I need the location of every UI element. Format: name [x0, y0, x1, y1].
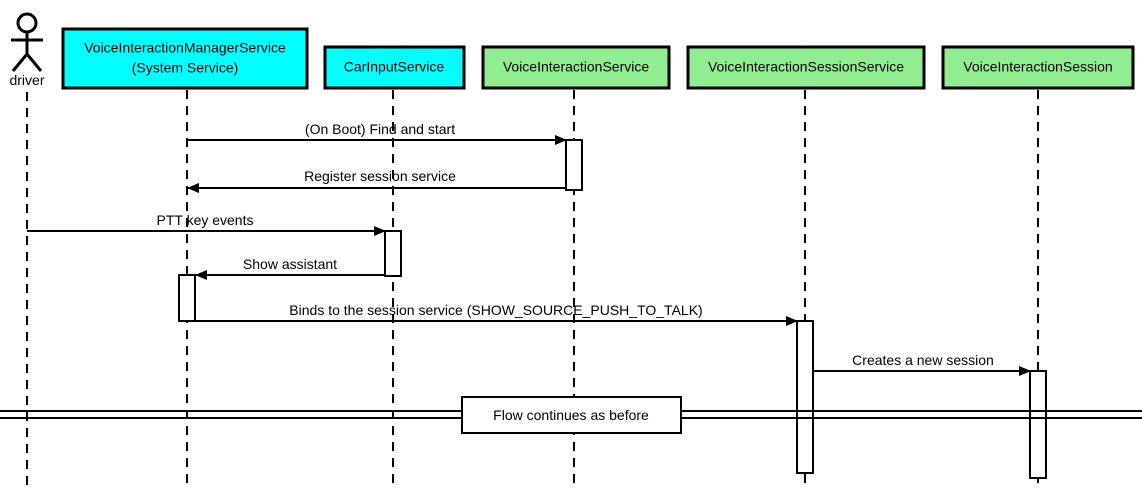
- participant-carinput-box[interactable]: [323, 45, 466, 90]
- message-creates-a-new-session-label: Creates a new session: [852, 352, 994, 368]
- participant-visession[interactable]: VoiceInteractionSession: [941, 45, 1135, 90]
- participant-visession-service-label: VoiceInteractionSessionService: [708, 59, 904, 75]
- divider-flow-continues: Flow continues as before: [0, 396, 1142, 434]
- actor-right-leg-icon: [25, 53, 43, 72]
- activation-carinput: [384, 230, 402, 277]
- actor-driver: driver: [9, 12, 45, 88]
- participant-vis[interactable]: VoiceInteractionService: [481, 45, 671, 90]
- message-ptt-key-events[interactable]: PTT key events: [27, 212, 386, 236]
- message-ptt-key-events-label: PTT key events: [156, 212, 253, 228]
- participant-vims-label-line1: VoiceInteractionManagerService: [84, 40, 286, 56]
- participant-visession-label: VoiceInteractionSession: [963, 59, 1112, 75]
- participant-visession-service[interactable]: VoiceInteractionSessionService: [686, 45, 926, 90]
- message-show-assistant[interactable]: Show assistant: [195, 256, 385, 280]
- participant-carinput[interactable]: CarInputService: [323, 45, 466, 90]
- message-on-boot-find-and-start-label: (On Boot) Find and start: [305, 121, 455, 137]
- activation-vims: [178, 274, 196, 322]
- message-show-assistant-label: Show assistant: [243, 256, 337, 272]
- actor-head-icon: [16, 12, 38, 34]
- participant-vims-box[interactable]: [61, 27, 309, 90]
- participant-vims-label-line2: (System Service): [132, 60, 239, 76]
- divider-label: Flow continues as before: [493, 407, 649, 423]
- message-on-boot-find-and-start[interactable]: (On Boot) Find and start: [187, 121, 567, 145]
- participant-visession-box[interactable]: [941, 45, 1135, 90]
- actor-label: driver: [9, 72, 44, 88]
- message-binds-to-session-service-label: Binds to the session service (SHOW_SOURC…: [289, 302, 702, 318]
- activation-visession-service: [796, 320, 814, 474]
- activation-visession: [1029, 370, 1047, 479]
- activation-bars: [178, 139, 1047, 479]
- actor-left-leg-icon: [11, 53, 29, 72]
- participant-vis-label: VoiceInteractionService: [503, 59, 650, 75]
- message-binds-to-session-service[interactable]: Binds to the session service (SHOW_SOURC…: [195, 302, 798, 326]
- divider-box: [461, 396, 682, 434]
- message-creates-a-new-session[interactable]: Creates a new session: [813, 352, 1031, 376]
- message-register-session-service-label: Register session service: [304, 168, 456, 184]
- message-register-session-service[interactable]: Register session service: [187, 168, 566, 193]
- participant-vims[interactable]: VoiceInteractionManagerService (System S…: [61, 27, 309, 90]
- participant-vis-box[interactable]: [481, 45, 671, 90]
- participant-carinput-label: CarInputService: [344, 59, 445, 75]
- activation-vis: [565, 139, 583, 191]
- participant-visession-service-box[interactable]: [686, 45, 926, 90]
